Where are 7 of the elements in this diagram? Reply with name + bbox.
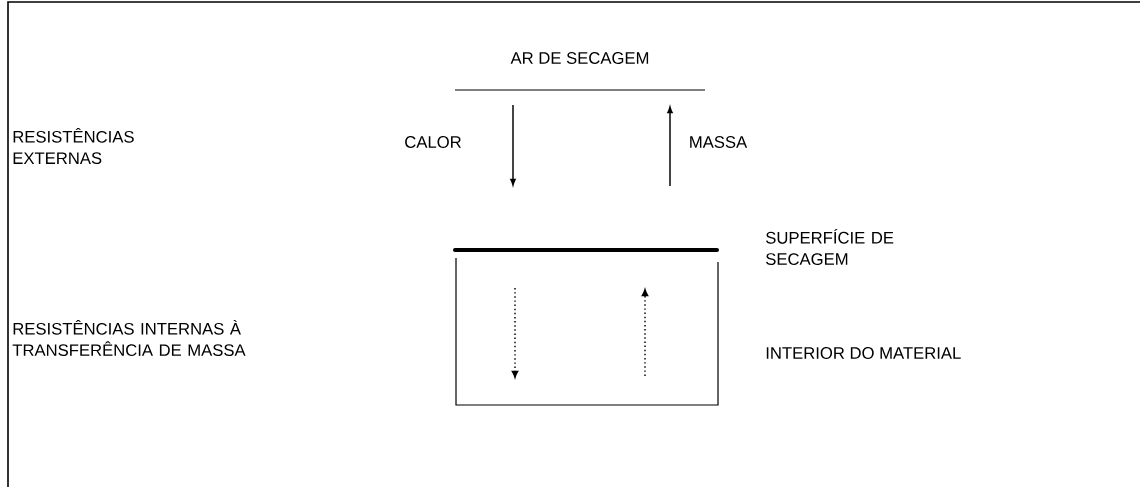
label-text: SUPERFÍCIE DE SECAGEM	[766, 229, 894, 265]
label-text: RESISTÊNCIAS EXTERNAS	[13, 127, 134, 165]
label-text: INTERIOR DO MATERIAL	[766, 347, 961, 359]
label-text: CALOR	[405, 136, 461, 148]
label-text: AR DE SECAGEM	[510, 52, 649, 64]
label-text: RESISTÊNCIAS INTERNAS À TRANSFERÊNCIA DE MASSA	[12, 319, 246, 357]
label-text: MASSA	[690, 136, 748, 148]
